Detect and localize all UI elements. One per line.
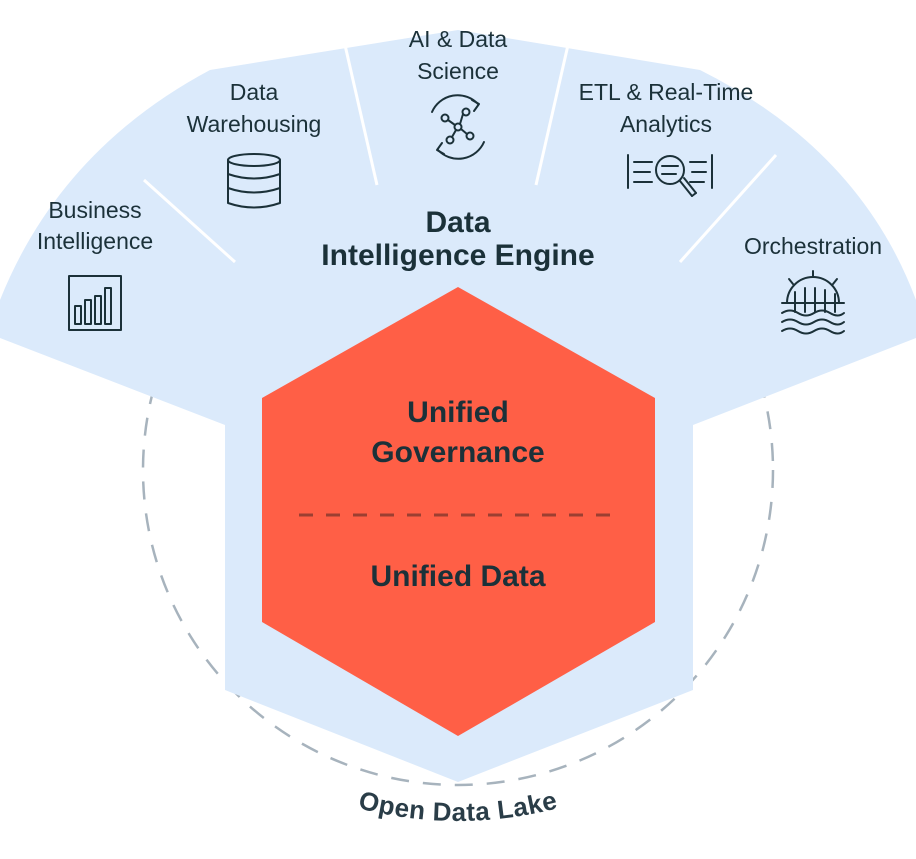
dw-label-line1: Data [230,79,279,105]
governance-line2: Governance [371,436,544,469]
etl-label-line1: ETL & Real-Time [579,79,754,105]
etl-label-line2: Analytics [620,111,712,137]
ai-label-line2: Science [417,58,499,84]
workload-data-warehousing: Data Warehousing [187,79,322,209]
unified-hexagon [262,287,655,736]
workload-etl-real-time-analytics: ETL & Real-Time Analytics [579,79,754,197]
unified-data-label: Unified Data [370,560,545,593]
bi-label-line1: Business [48,197,141,223]
stream-magnifier-icon [627,154,713,197]
bar-chart-icon [68,275,122,331]
workload-ai-data-science: AI & Data Science [409,26,508,160]
network-cycle-icon [431,94,485,160]
workload-separators [142,44,778,264]
open-data-lake-label: Open Data Lake [356,785,560,827]
orch-label: Orchestration [744,233,882,259]
engine-title-line2: Intelligence Engine [321,239,594,272]
ai-label-line1: AI & Data [409,26,508,52]
engine-title-line1: Data [425,206,490,239]
bi-label-line2: Intelligence [37,228,153,254]
dw-label-line2: Warehousing [187,111,322,137]
workload-orchestration: Orchestration [744,233,882,335]
workload-business-intelligence: Business Intelligence [37,197,153,331]
gear-waves-icon [781,270,845,335]
database-icon [227,153,281,209]
governance-line1: Unified [407,396,509,429]
